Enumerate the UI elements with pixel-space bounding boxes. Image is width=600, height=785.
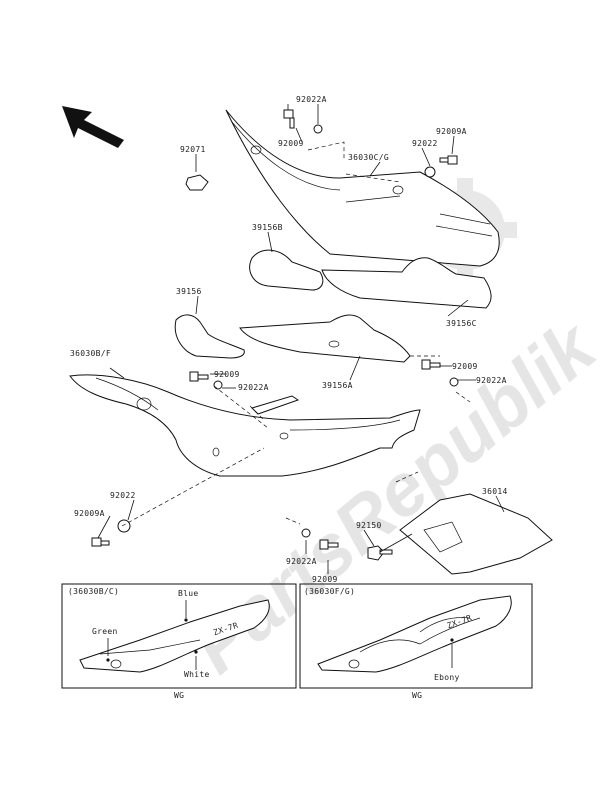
label-92150: 92150 (356, 521, 382, 530)
nut-92022a-bottom-icon (301, 528, 311, 538)
mount-bracket-part (251, 395, 300, 415)
nut-92071-icon (185, 174, 209, 191)
label-92022a-top: 92022A (296, 95, 327, 104)
bolt-92009a-left-icon (91, 537, 110, 547)
inset-right-title: (36030F/G) (304, 587, 355, 596)
label-92009a-left: 92009A (74, 509, 105, 518)
side-cover-39156b-part (249, 249, 324, 291)
label-92009-bottom: 92009 (312, 575, 338, 584)
flap-36014-part (399, 493, 553, 575)
label-39156c: 39156C (446, 319, 477, 328)
inset-left: (36030B/C) ZX-7R Blue Green White WG (61, 583, 297, 700)
nut-92022-left-icon (117, 519, 131, 533)
inset-left-color-blue: Blue (178, 589, 198, 598)
label-92009a-top: 92009A (436, 127, 467, 136)
nut-92022-top-icon (424, 166, 436, 178)
front-direction-arrow-icon (62, 106, 124, 148)
label-36030b-f: 36030B/F (70, 349, 111, 358)
lower-seat-cowl-part (69, 374, 421, 477)
inset-left-color-white: White (184, 670, 210, 679)
inset-left-caption: WG (174, 691, 184, 700)
leader-lines (97, 104, 505, 574)
nut-92022a-right-icon (449, 377, 459, 387)
nut-92022a-top-icon (313, 124, 323, 134)
label-36014: 36014 (482, 487, 508, 496)
label-92009-top: 92009 (278, 139, 304, 148)
nut-92022a-mid-icon (213, 380, 223, 390)
label-36030c-g: 36030C/G (348, 153, 389, 162)
label-92071: 92071 (180, 145, 206, 154)
side-cover-39156a-part (239, 314, 411, 363)
label-92009-right: 92009 (452, 362, 478, 371)
label-39156a: 39156A (322, 381, 353, 390)
bolt-92150-icon (367, 545, 393, 561)
label-92022a-mid: 92022A (238, 383, 269, 392)
label-39156: 39156 (176, 287, 202, 296)
inset-right-color-ebony: Ebony (434, 673, 460, 682)
inset-left-title: (36030B/C) (68, 587, 119, 596)
label-92022-top: 92022 (412, 139, 438, 148)
inset-left-color-green: Green (92, 627, 118, 636)
label-92022-left: 92022 (110, 491, 136, 500)
label-39156b: 39156B (252, 223, 283, 232)
seat-cowl-part (225, 109, 500, 267)
inset-right-caption: WG (412, 691, 422, 700)
fasteners (91, 109, 459, 561)
bolt-92009a-top-icon (439, 155, 458, 165)
label-92022a-right: 92022A (476, 376, 507, 385)
part-labels: 92022A 92009 92071 36030C/G 92022 92009A… (70, 95, 508, 584)
bolt-92009-top-icon (283, 109, 295, 129)
label-92009-mid: 92009 (214, 370, 240, 379)
bolt-92009-right-icon (421, 359, 441, 370)
inset-right: (36030F/G) ZX-7R Ebony WG (299, 583, 533, 700)
side-cover-39156c-part (321, 257, 492, 309)
side-cover-39156-part (174, 314, 245, 359)
bolt-92009-bottom-icon (319, 539, 339, 550)
label-92022a-bottom: 92022A (286, 557, 317, 566)
bolt-92009-mid-icon (189, 371, 209, 382)
